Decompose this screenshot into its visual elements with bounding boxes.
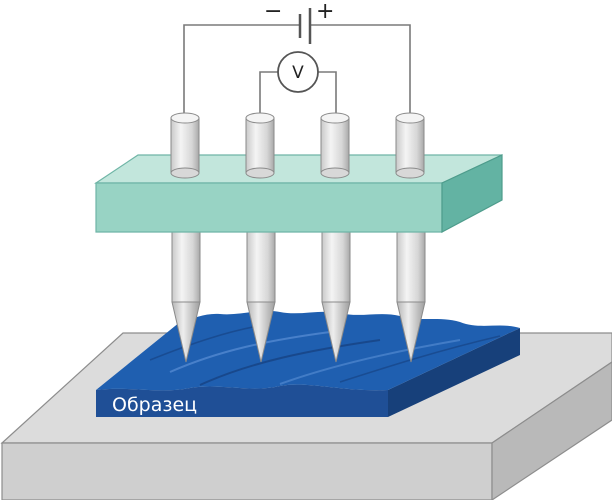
- probe-top-2: [245, 112, 275, 179]
- base-slab-side: [491, 361, 612, 500]
- probe-holder-front: [95, 182, 443, 233]
- probe-needles: [171, 231, 426, 363]
- battery-plus-label: +: [316, 0, 334, 24]
- base-slab-front: [1, 442, 493, 500]
- outer-wire-right: [310, 24, 411, 118]
- sample-label: Образец: [112, 394, 197, 416]
- battery-icon: − +: [264, 0, 334, 44]
- probe-top-3: [320, 112, 350, 179]
- outer-wire-left: [183, 24, 300, 118]
- voltmeter-icon: V: [277, 51, 319, 93]
- probe-top-4: [395, 112, 425, 179]
- probe-tops: [170, 112, 425, 179]
- probe-needle-4: [396, 231, 426, 363]
- probe-needle-1: [171, 231, 201, 363]
- probe-top-1: [170, 112, 200, 179]
- probe-holder-side: [441, 154, 503, 233]
- probe-needle-3: [321, 231, 351, 363]
- sample-ridge: [199, 339, 381, 386]
- sample-side: [388, 328, 520, 417]
- sample-ridge: [279, 339, 461, 385]
- inner-wire-right: [318, 71, 337, 118]
- probe-holder: [94, 154, 503, 233]
- probe-needle-2: [246, 231, 276, 363]
- circuit-wires: [183, 24, 411, 118]
- probe-holder-top: [94, 154, 503, 184]
- inner-wire-left: [259, 71, 278, 118]
- sample-ridge: [169, 331, 331, 373]
- sample-ridge: [339, 335, 501, 383]
- voltmeter-label: V: [292, 63, 304, 83]
- battery-minus-label: −: [264, 0, 282, 24]
- sample-front: [96, 384, 388, 417]
